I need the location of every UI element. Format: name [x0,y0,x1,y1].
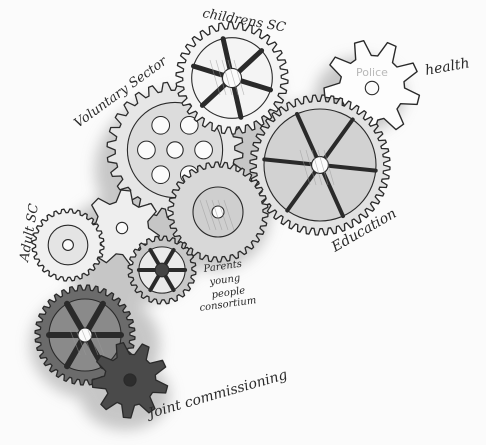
adult-sc-gear-hub [63,240,74,251]
voluntary-sector-gear-hole [152,166,170,184]
dark-star-gear-hub [124,374,136,386]
voluntary-sector-gear-hole [152,116,170,134]
label-health: health [424,55,471,79]
voluntary-sector-gear-hub [167,142,183,158]
health-gear-hub [365,81,378,94]
voluntary-sector-gear-hole [138,141,156,159]
education-gear-hub [312,157,329,174]
adult-sc-gear [32,209,104,281]
gear-layer [32,22,419,418]
label-young-people: Parents young people consortium [199,259,257,314]
connector-gear-hub [116,222,127,233]
small-spoked-gear-hub [155,263,169,277]
voluntary-sector-gear-hole [195,141,213,159]
label-police: Police [356,66,388,79]
